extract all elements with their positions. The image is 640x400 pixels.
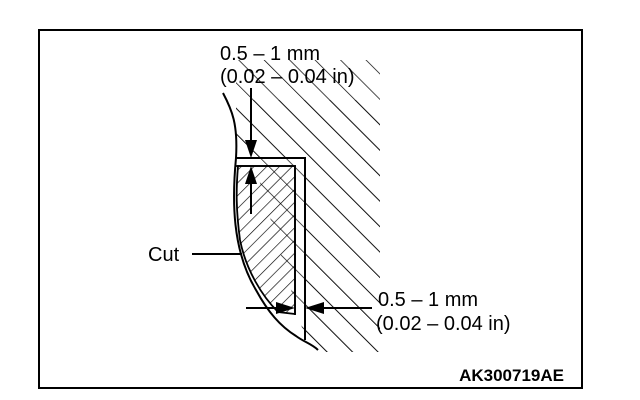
bottom-arrowhead-right [276,302,295,314]
top-arrowhead-up [245,166,257,184]
bottom-dimension-in: (0.02 – 0.04 in) [376,313,511,335]
top-arrowhead-down [245,140,257,158]
seal-groove-outline [236,157,306,340]
top-dimension-in: (0.02 – 0.04 in) [220,66,355,88]
top-dimension-mm: 0.5 – 1 mm [220,43,320,65]
housing-hatch-area [236,60,380,352]
figure-code: AK300719AE [459,366,564,385]
seal-hatched-region [235,165,296,316]
bottom-dimension-mm: 0.5 – 1 mm [378,289,478,311]
figure-frame [38,29,583,389]
cut-label: Cut [148,244,180,266]
bottom-arrowhead-left [305,302,324,314]
part-outer-contour [222,92,319,351]
